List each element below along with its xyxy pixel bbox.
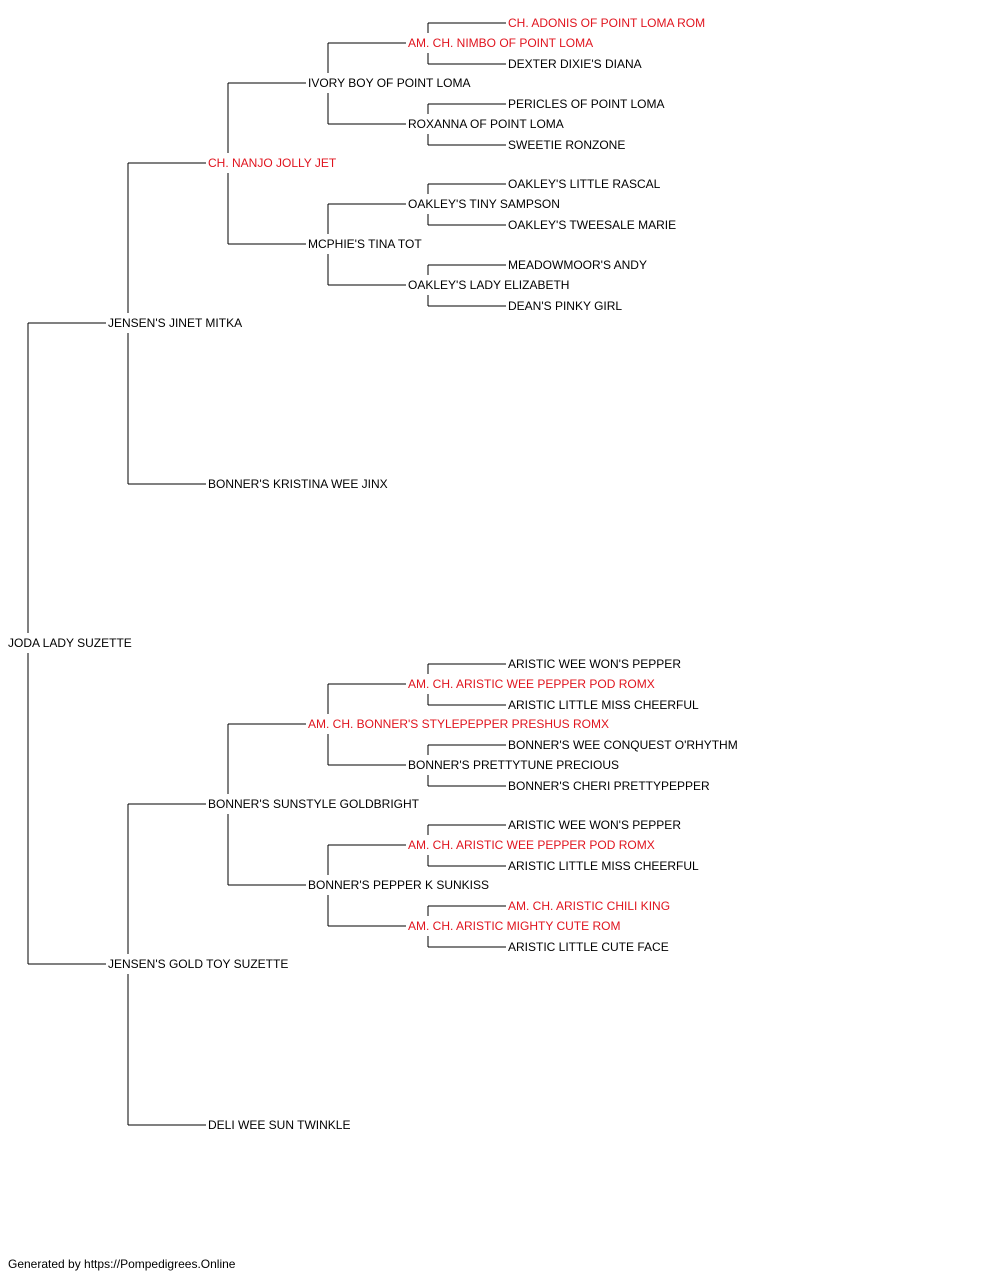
pedigree-name-gen5-23: ARISTIC LITTLE MISS CHEERFUL [508, 698, 699, 712]
footer-credit: Generated by https://Pompedigrees.Online [8, 1257, 236, 1271]
pedigree-name-gen5-29: ARISTIC WEE WON'S PEPPER [508, 818, 681, 832]
pedigree-name-gen4-28: AM. CH. ARISTIC WEE PEPPER POD ROMX [408, 838, 655, 852]
pedigree-name-gen2-34: DELI WEE SUN TWINKLE [208, 1118, 350, 1132]
pedigree-name-gen5-16: DEAN'S PINKY GIRL [508, 299, 622, 313]
pedigree-name-gen3-27: BONNER'S PEPPER K SUNKISS [308, 878, 489, 892]
pedigree-name-gen4-21: AM. CH. ARISTIC WEE PEPPER POD ROMX [408, 677, 655, 691]
pedigree-name-gen1-18: JENSEN'S GOLD TOY SUZETTE [108, 957, 288, 971]
pedigree-name-gen4-24: BONNER'S PRETTYTUNE PRECIOUS [408, 758, 619, 772]
pedigree-name-gen2-19: BONNER'S SUNSTYLE GOLDBRIGHT [208, 797, 420, 811]
pedigree-name-gen5-25: BONNER'S WEE CONQUEST O'RHYTHM [508, 738, 738, 752]
pedigree-name-gen5-13: OAKLEY'S TWEESALE MARIE [508, 218, 676, 232]
pedigree-name-gen2-17: BONNER'S KRISTINA WEE JINX [208, 477, 388, 491]
pedigree-name-gen5-9: SWEETIE RONZONE [508, 138, 625, 152]
pedigree-name-gen3-10: MCPHIE'S TINA TOT [308, 237, 422, 251]
pedigree-name-gen4-14: OAKLEY'S LADY ELIZABETH [408, 278, 569, 292]
pedigree-name-gen5-33: ARISTIC LITTLE CUTE FACE [508, 940, 669, 954]
pedigree-name-gen5-26: BONNER'S CHERI PRETTYPEPPER [508, 779, 710, 793]
pedigree-name-gen5-6: DEXTER DIXIE'S DIANA [508, 57, 642, 71]
pedigree-name-gen4-11: OAKLEY'S TINY SAMPSON [408, 197, 560, 211]
pedigree-name-gen5-15: MEADOWMOOR'S ANDY [508, 258, 647, 272]
pedigree-name-gen5-22: ARISTIC WEE WON'S PEPPER [508, 657, 681, 671]
pedigree-name-gen1-1: JENSEN'S JINET MITKA [108, 316, 242, 330]
pedigree-name-gen4-31: AM. CH. ARISTIC MIGHTY CUTE ROM [408, 919, 620, 933]
pedigree-name-gen2-2: CH. NANJO JOLLY JET [208, 156, 337, 170]
pedigree-name-gen4-4: AM. CH. NIMBO OF POINT LOMA [408, 36, 593, 50]
pedigree-name-gen5-5: CH. ADONIS OF POINT LOMA ROM [508, 16, 705, 30]
pedigree-name-gen5-8: PERICLES OF POINT LOMA [508, 97, 664, 111]
pedigree-name-gen5-12: OAKLEY'S LITTLE RASCAL [508, 177, 661, 191]
pedigree-name-gen5-32: AM. CH. ARISTIC CHILI KING [508, 899, 670, 913]
pedigree-name-gen0-0: JODA LADY SUZETTE [8, 636, 132, 650]
pedigree-tree: JODA LADY SUZETTE JENSEN'S JINET MITKA CH.… [8, 16, 738, 1132]
pedigree-name-gen5-30: ARISTIC LITTLE MISS CHEERFUL [508, 859, 699, 873]
pedigree-name-gen4-7: ROXANNA OF POINT LOMA [408, 117, 564, 131]
pedigree-name-gen3-20: AM. CH. BONNER'S STYLEPEPPER PRESHUS ROM… [308, 717, 609, 731]
pedigree-name-gen3-3: IVORY BOY OF POINT LOMA [308, 76, 471, 90]
